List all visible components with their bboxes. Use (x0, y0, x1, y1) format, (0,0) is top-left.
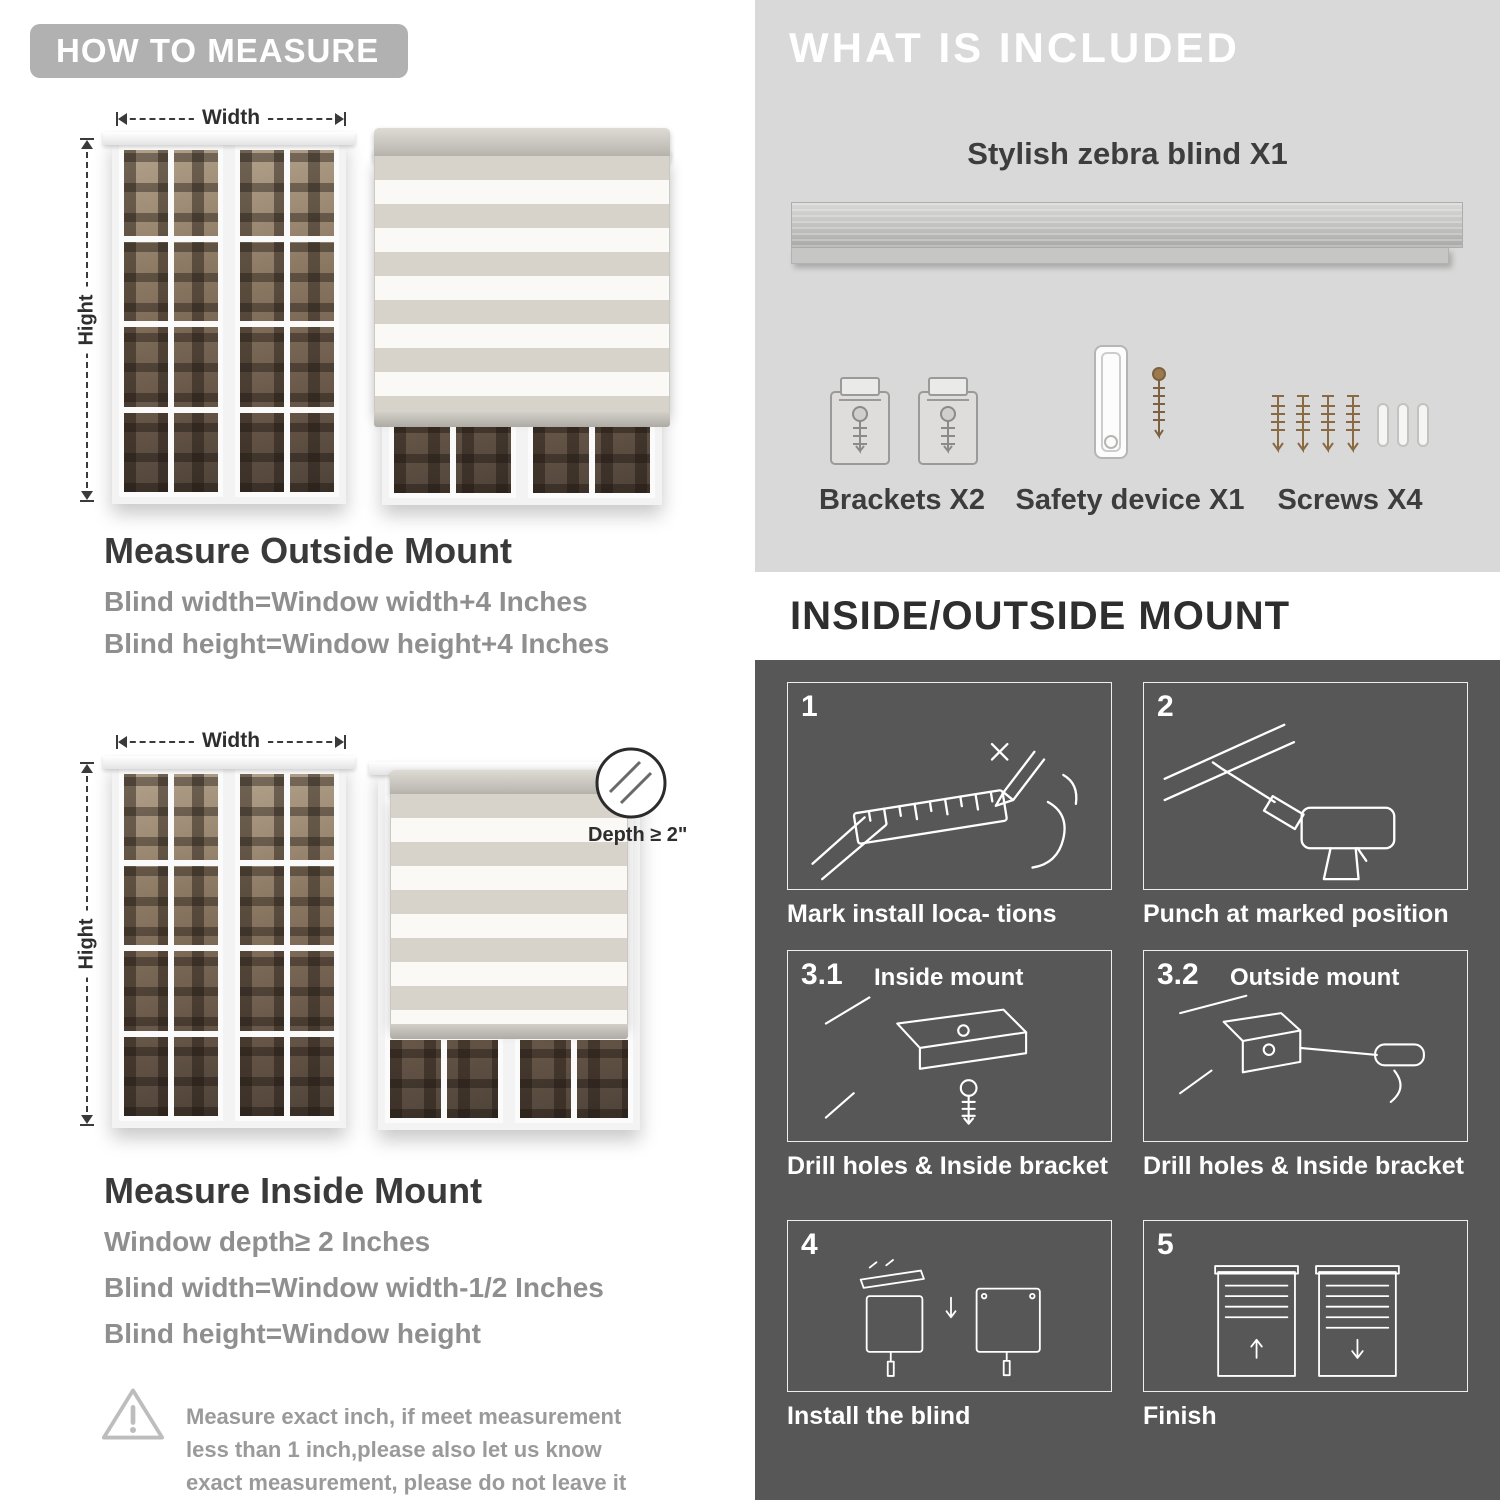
window-body (112, 762, 346, 1128)
window-mullion (240, 945, 334, 951)
step1-mark-illustration (811, 742, 1078, 881)
step-number: 3.1 (801, 958, 843, 991)
screws-icon (1271, 395, 1429, 454)
inside-rule-height: Blind height=Window height (104, 1318, 481, 1349)
window-lintel (103, 132, 355, 145)
window-sash (235, 769, 339, 1121)
measure-note: Measure exact inch, if meet measurement … (100, 1378, 660, 1500)
window-mullion (240, 235, 334, 242)
window-body (112, 138, 346, 504)
window-center-post (223, 769, 235, 1121)
outside-rule-height: Blind height=Window height+4 Inches (104, 628, 610, 659)
window-lintel (103, 756, 355, 769)
safety-device-icon (1094, 345, 1166, 459)
depth-label: Depth ≥ 2" (588, 824, 688, 846)
window-mullion (240, 1030, 334, 1037)
blind-cassette (791, 202, 1463, 248)
step-number: 1 (801, 690, 818, 723)
window-mullion (124, 406, 218, 413)
width-label: Width (193, 106, 269, 130)
height-dimension-arrow: Hight (73, 762, 101, 1126)
step5-caption: Finish (1143, 1402, 1217, 1430)
what-is-included-heading: WHAT IS INCLUDED (789, 24, 1240, 71)
brackets-illustration (827, 372, 987, 477)
how-to-measure-title: HOW TO MEASURE (56, 32, 380, 69)
outside-mount-heading: Measure Outside Mount (104, 530, 513, 571)
window-illustration (103, 132, 355, 504)
zebra-blind-product-illustration (791, 202, 1463, 264)
blind-stripes (374, 156, 670, 412)
zebra-blind-inside-mount (390, 770, 628, 1039)
blind-bottomrail (374, 412, 670, 427)
outside-rule-width: Blind width=Window width+4 Inches (104, 586, 588, 617)
blind-fascia (791, 248, 1449, 264)
blind-headrail (390, 770, 628, 794)
step5-finish-illustration (1214, 1265, 1400, 1377)
screws-label: Screws X4 (1277, 484, 1423, 516)
window-mullion (124, 1030, 218, 1037)
height-label: Hight (73, 910, 101, 978)
step2-drill-illustration (1163, 723, 1396, 881)
step-box-4: 4 (787, 1220, 1112, 1392)
step-number: 4 (801, 1228, 818, 1261)
step2-caption: Punch at marked position (1143, 900, 1449, 928)
mount-steps-section: 1 Mark install loca- tions 2 (755, 660, 1500, 1500)
window-mullion (124, 945, 218, 951)
blind-headrail (374, 128, 670, 156)
measure-note-text: Measure exact inch, if meet measurement … (186, 1404, 627, 1495)
step-sublabel: Outside mount (1230, 964, 1400, 991)
window-mullion (124, 859, 218, 866)
width-dimension-arrow: Width (116, 106, 346, 130)
how-to-measure-badge: HOW TO MEASURE (30, 24, 408, 78)
mount-section-heading: INSIDE/OUTSIDE MOUNT (790, 594, 1291, 638)
window-illustration (103, 756, 355, 1128)
inside-rule-width: Blind width=Window width-1/2 Inches (104, 1272, 604, 1303)
bracket-icon (830, 377, 978, 465)
window-sash (119, 769, 223, 1121)
height-label: Hight (73, 286, 101, 354)
step-box-3-2: 3.2 Outside mount (1143, 950, 1468, 1142)
step-box-5: 5 (1143, 1220, 1468, 1392)
step-number: 2 (1157, 690, 1174, 723)
window-sash (119, 145, 223, 497)
what-is-included-section: WHAT IS INCLUDED Stylish zebra blind X1 (755, 0, 1500, 572)
depth-detail-circle-icon (594, 746, 668, 820)
step-number: 5 (1157, 1228, 1174, 1261)
product-label: Stylish zebra blind X1 (967, 136, 1288, 171)
step-box-2: 2 (1143, 682, 1468, 890)
window-center-post (223, 145, 235, 497)
window-mullion (124, 321, 218, 327)
step-box-1: 1 (787, 682, 1112, 890)
inside-rule-depth: Window depth≥ 2 Inches (104, 1226, 431, 1257)
safety-device-label: Safety device X1 (1015, 484, 1245, 516)
brackets-label: Brackets X2 (818, 484, 986, 516)
blind-stripes (390, 794, 628, 1024)
screws-illustration (1260, 388, 1440, 473)
window-mullion (124, 235, 218, 242)
step3-2-caption: Drill holes & Inside bracket (1143, 1152, 1464, 1180)
step-number: 3.2 (1157, 958, 1199, 991)
safety-device-illustration (1073, 340, 1193, 485)
step1-caption: Mark install loca- tions (787, 900, 1057, 928)
step3-1-caption: Drill holes & Inside bracket (787, 1152, 1108, 1180)
step-box-3-1: 3.1 Inside mount (787, 950, 1112, 1142)
step4-install-illustration (859, 1259, 1041, 1377)
window-sash (235, 145, 339, 497)
step3-2-outside-bracket-illustration (1179, 994, 1425, 1103)
window-mullion (240, 859, 334, 866)
step3-1-inside-bracket-illustration (824, 996, 1028, 1125)
step-sublabel: Inside mount (874, 964, 1024, 991)
blind-bottomrail (390, 1024, 628, 1039)
window-mullion (240, 321, 334, 327)
height-dimension-arrow: Hight (73, 138, 101, 502)
warning-icon (101, 1388, 165, 1440)
width-dimension-arrow: Width (116, 729, 346, 753)
zebra-blind-outside-mount (374, 128, 670, 427)
width-label: Width (193, 729, 269, 753)
inside-mount-heading: Measure Inside Mount (104, 1170, 483, 1211)
step4-caption: Install the blind (787, 1402, 971, 1430)
window-mullion (240, 406, 334, 413)
